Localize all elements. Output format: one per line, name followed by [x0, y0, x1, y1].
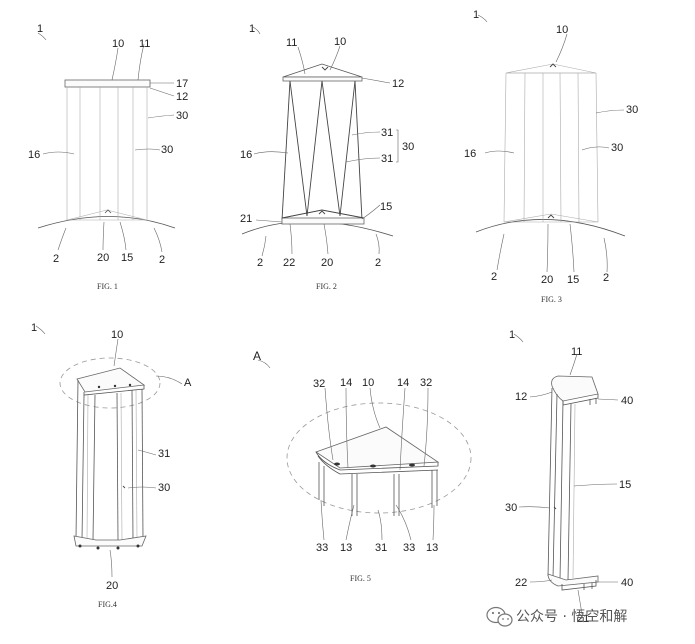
- fig4-caption: FIG.4: [98, 600, 117, 609]
- fig1-label-wall-mid: 30: [161, 144, 173, 156]
- figure-6: 1 11 12 40 15 30 22 40 21: [505, 329, 633, 625]
- fig3-caption: FIG. 3: [541, 295, 562, 304]
- fig5-label-31: 31: [375, 542, 387, 554]
- fig6-label-top-side: 11: [571, 346, 582, 358]
- fig1-label-cap: 17: [176, 78, 188, 90]
- fig2-label-panel-b: 31: [381, 153, 393, 165]
- fig5-label-14-left: 14: [340, 377, 352, 389]
- fig1-label-bottom-mid: 20: [97, 252, 109, 264]
- fig6-label-edge: 12: [515, 391, 527, 403]
- fig6-label-foot-bottom: 40: [621, 577, 633, 589]
- fig4-label-base: 20: [106, 580, 118, 592]
- fig3-label-bottom-edge: 15: [567, 274, 579, 286]
- fig5-caption: FIG. 5: [350, 574, 371, 583]
- fig1-label-bottom-left: 2: [53, 253, 59, 265]
- figure-5: A 32 14 10 14 32 33 13 31 33 13 FIG. 5: [253, 349, 472, 583]
- fig2-label-lower-edge: 15: [380, 201, 392, 213]
- fig2-label-panel-a: 31: [381, 127, 393, 139]
- fig5-label-14-right: 14: [397, 377, 409, 389]
- fig6-label-assembly: 1: [509, 329, 515, 341]
- fig3-label-top: 10: [556, 24, 568, 36]
- watermark: 公众号 · 悟空和解: [486, 606, 627, 627]
- fig5-label-detail: A: [253, 349, 261, 363]
- fig6-label-wall: 30: [505, 502, 517, 514]
- fig3-label-side: 16: [464, 148, 476, 160]
- figure-1: 1 10 11 17 12 30 30 16 2 20 15 2 FIG. 1: [28, 23, 188, 291]
- fig5-label-10: 10: [362, 377, 374, 389]
- fig4-label-detail: A: [184, 377, 192, 389]
- fig1-label-top-side: 11: [139, 38, 150, 50]
- fig2-label-edge: 12: [392, 78, 404, 90]
- fig2-label-top: 10: [334, 36, 346, 48]
- fig5-label-32-right: 32: [420, 377, 432, 389]
- fig2-label-group: 30: [402, 141, 414, 153]
- fig3-label-bottom-right: 2: [603, 272, 609, 284]
- fig4-label-wall: 30: [158, 482, 170, 494]
- watermark-text: 公众号 · 悟空和解: [516, 609, 627, 625]
- fig6-label-foot-top: 40: [621, 395, 633, 407]
- fig5-label-33-left: 33: [316, 542, 328, 554]
- wechat-icon: [486, 606, 513, 627]
- fig2-label-bottom-left: 2: [257, 257, 263, 269]
- fig1-label-wall-right: 30: [176, 110, 188, 122]
- fig1-label-top: 10: [112, 38, 124, 50]
- fig5-label-13-right: 13: [426, 542, 438, 554]
- figure-3: 1 10 30 30 16 2 20 15 2 FIG. 3: [464, 9, 638, 304]
- fig2-label-base-side: 22: [283, 257, 295, 269]
- fig2-label-side: 16: [240, 149, 252, 161]
- fig5-label-13-left: 13: [340, 542, 352, 554]
- fig4-label-panel: 31: [158, 448, 170, 460]
- fig3-label-wall-mid: 30: [611, 142, 623, 154]
- fig4-label-top: 10: [111, 329, 123, 341]
- fig3-label-assembly: 1: [473, 9, 479, 21]
- fig4-label-assembly: 1: [31, 322, 37, 334]
- fig1-label-side: 16: [28, 149, 40, 161]
- fig2-label-bottom-mid: 20: [321, 257, 333, 269]
- fig2-caption: FIG. 2: [316, 282, 337, 291]
- fig5-label-32-left: 32: [313, 378, 325, 390]
- fig3-label-bottom-left: 2: [491, 271, 497, 283]
- fig2-label-top-side: 11: [286, 37, 297, 49]
- fig2-label-assembly: 1: [249, 23, 255, 35]
- fig1-caption: FIG. 1: [97, 282, 118, 291]
- fig1-label-bottom-edge: 15: [121, 252, 133, 264]
- figure-4: 1 10 A 31 30 20 FIG.4: [31, 322, 192, 609]
- fig6-label-base-side: 22: [515, 577, 527, 589]
- fig2-label-bottom-right: 2: [375, 257, 381, 269]
- fig1-label-bottom-right: 2: [159, 254, 165, 266]
- fig6-label-base: 21: [577, 613, 589, 625]
- fig1-label-assembly: 1: [37, 23, 43, 35]
- fig2-label-base: 21: [240, 213, 252, 225]
- fig6-label-lower-edge: 15: [619, 479, 631, 491]
- figure-2: 1 11 10 12 31 31 30 16 15 21 2 22 20 2 F…: [240, 23, 414, 291]
- fig3-label-wall-right: 30: [626, 104, 638, 116]
- fig1-label-edge: 12: [176, 91, 188, 103]
- fig3-label-bottom-mid: 20: [541, 274, 553, 286]
- fig5-label-33-right: 33: [403, 542, 415, 554]
